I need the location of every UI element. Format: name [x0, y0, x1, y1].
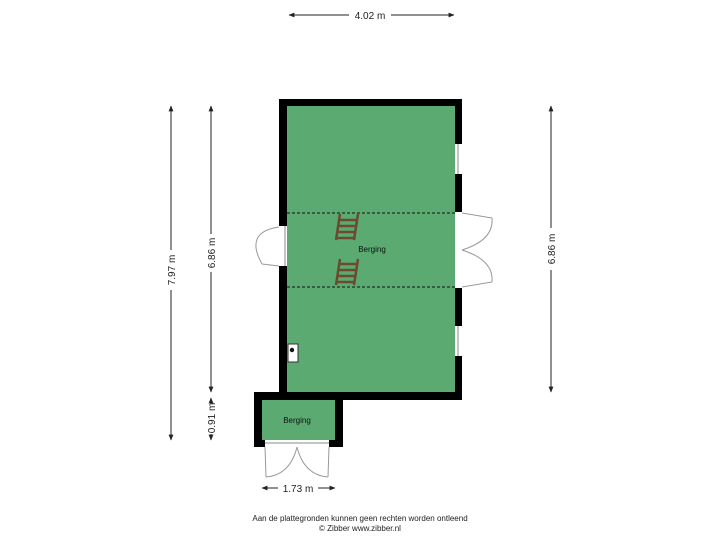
dimension-left-main: 6.86 m	[207, 105, 218, 393]
annex-room-label: Berging	[283, 416, 311, 425]
main-room	[279, 99, 462, 400]
main-room-floor	[287, 106, 455, 392]
boiler-icon	[287, 343, 299, 363]
annex-double-door	[264, 446, 330, 478]
dimension-annex-height: 0.91 m	[207, 397, 218, 441]
ladder-bottom	[334, 258, 360, 286]
dimension-annex-width-text: 1.73 m	[283, 484, 314, 495]
dimension-top: 4.02 m	[288, 11, 455, 22]
left-door	[255, 226, 280, 267]
dimension-left-main-text: 6.86 m	[207, 238, 218, 269]
right-double-door	[461, 212, 493, 288]
dimension-right-main-text: 6.86 m	[547, 234, 558, 265]
annex-floor	[262, 400, 335, 440]
annex-room	[254, 392, 343, 447]
dimension-top-text: 4.02 m	[355, 11, 386, 22]
left-door-opening	[279, 226, 287, 266]
dimension-total-height: 7.97 m	[167, 105, 178, 441]
main-room-label: Berging	[358, 245, 386, 254]
ladder-top	[334, 213, 360, 241]
footer-credit: © Zibber www.zibber.nl	[319, 524, 401, 533]
dimension-total-height-text: 7.97 m	[167, 255, 178, 286]
dimension-annex-height-text: 0.91 m	[207, 403, 218, 434]
footer-disclaimer: Aan de plattegronden kunnen geen rechten…	[252, 514, 468, 523]
dimension-right-main: 6.86 m	[547, 105, 558, 393]
dimension-annex-width: 1.73 m	[261, 484, 336, 495]
right-door-opening	[455, 212, 462, 288]
